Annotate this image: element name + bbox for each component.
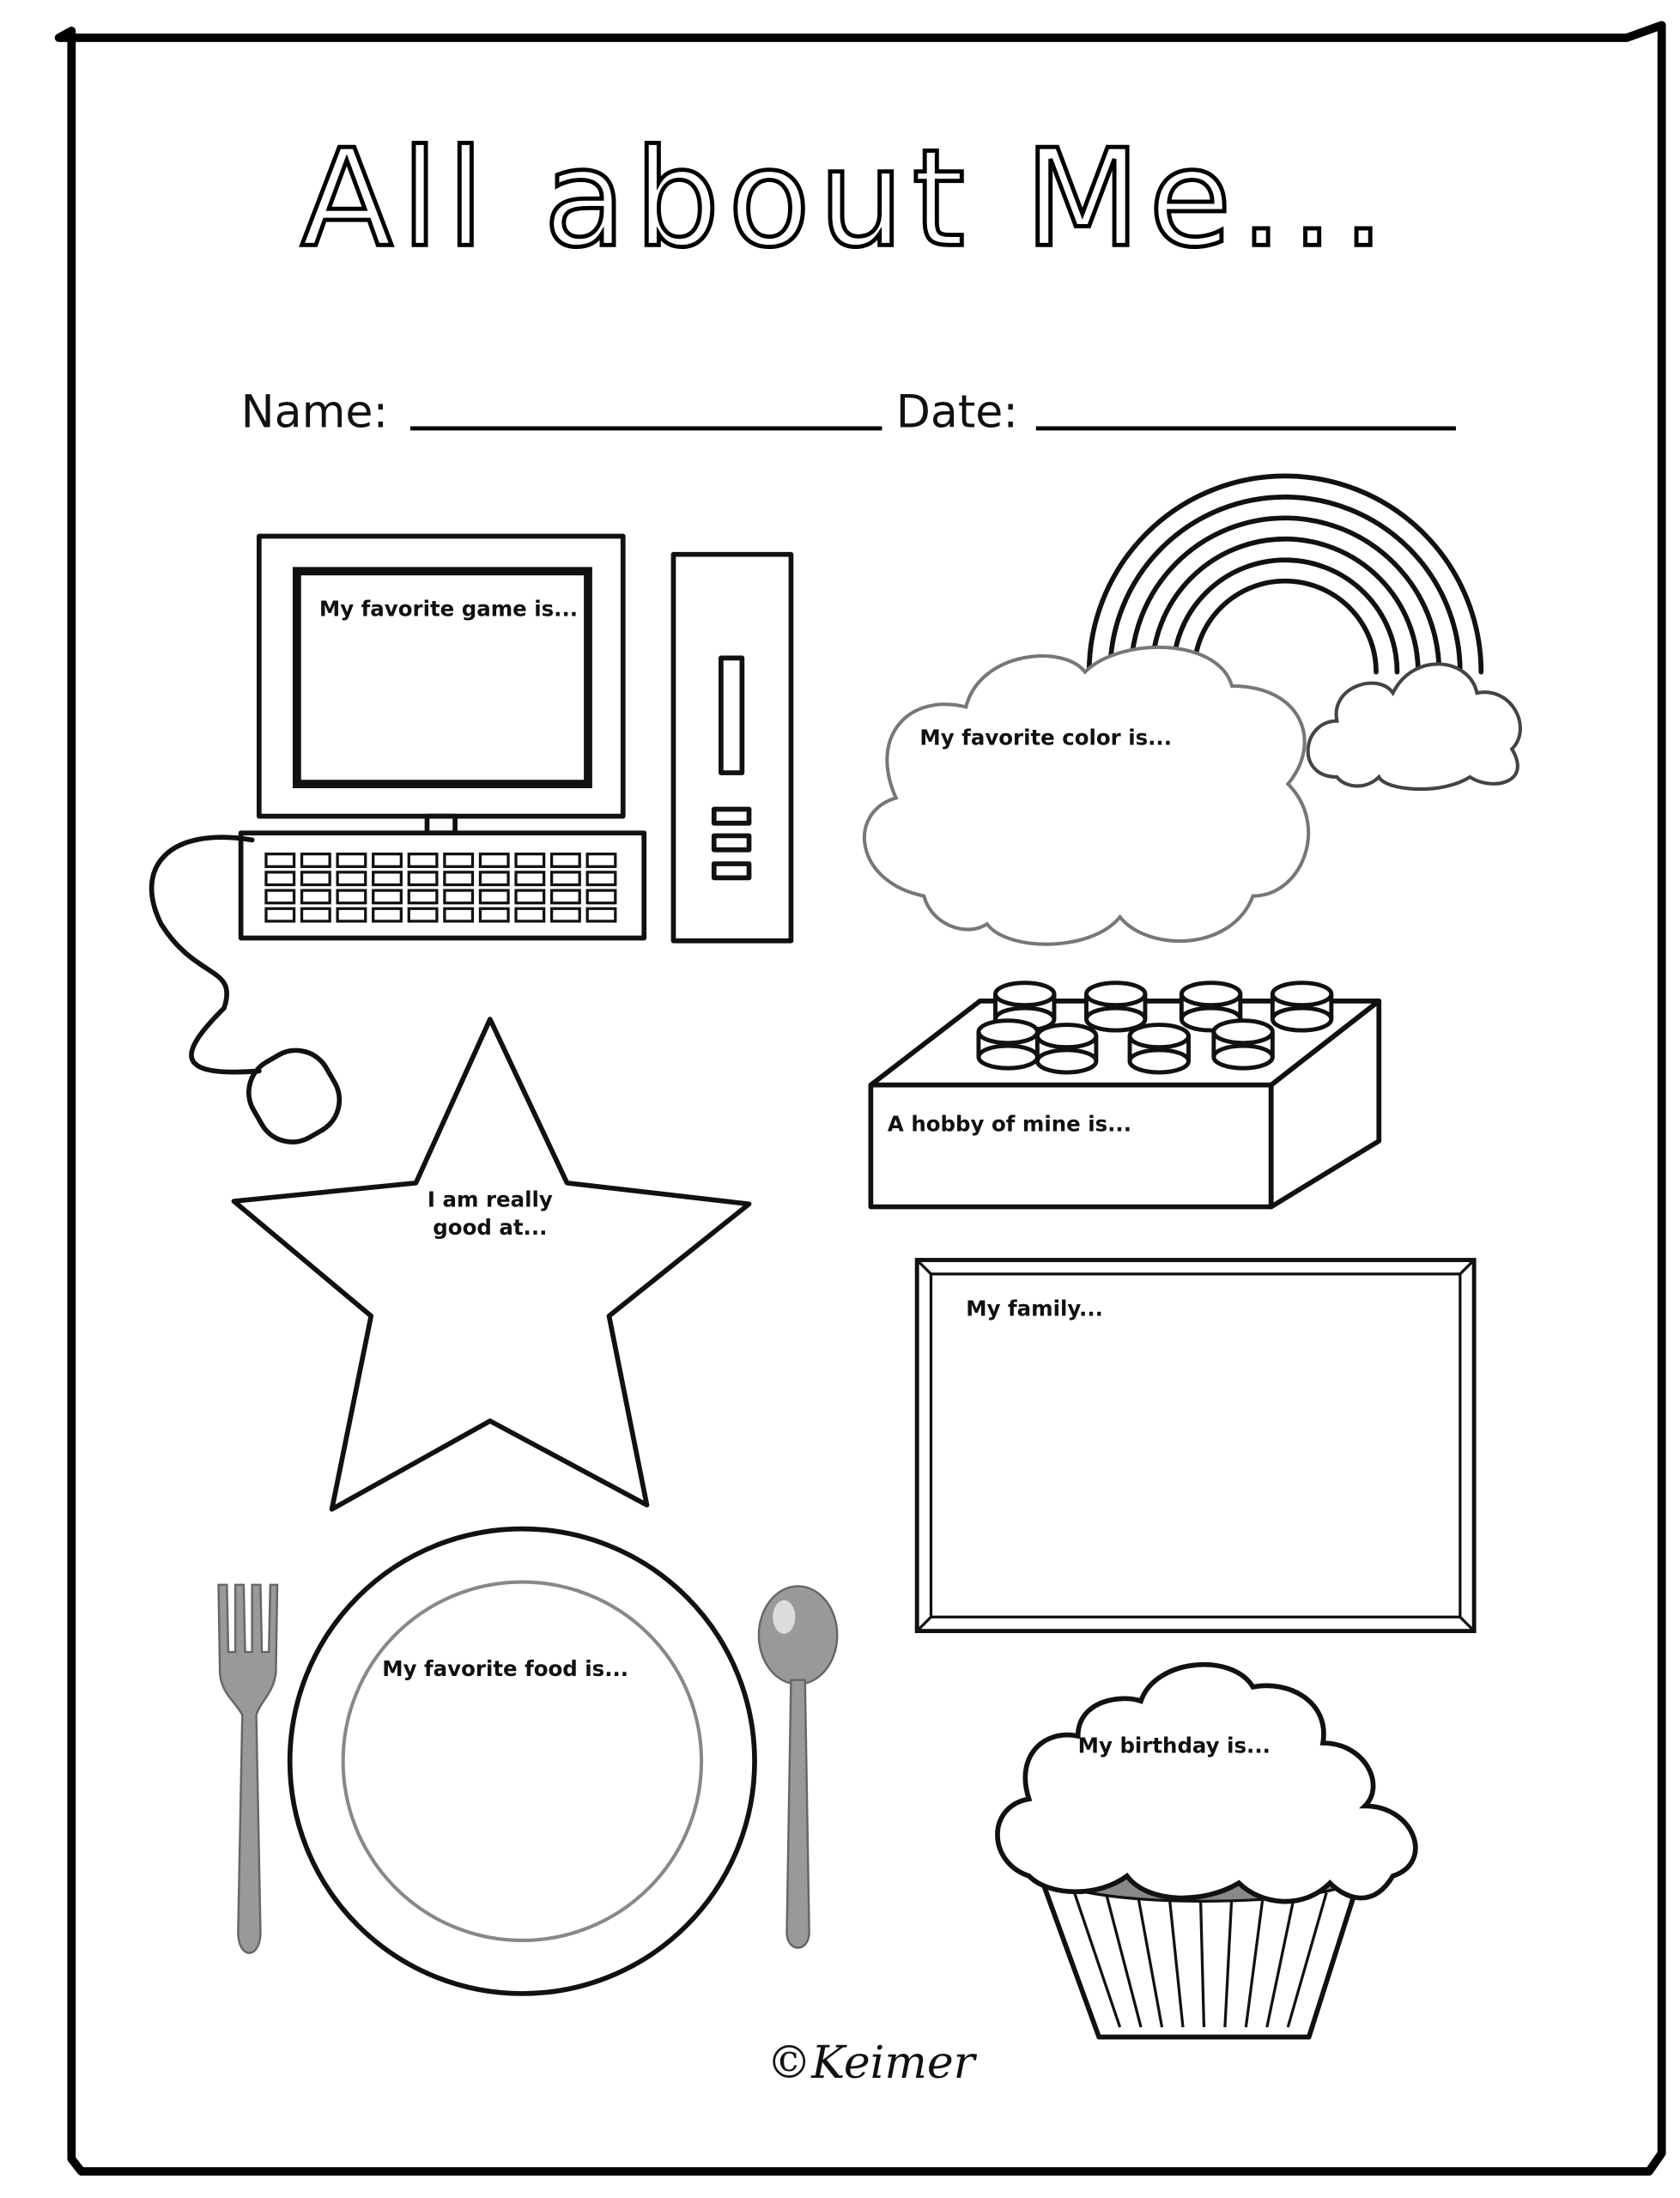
zigzag-border xyxy=(54,21,1666,2176)
prompt-hobby: A hobby of mine is... xyxy=(888,1112,1131,1137)
keyboard-key xyxy=(478,889,510,905)
computer-icon xyxy=(149,533,794,1145)
page-title: All about Me... xyxy=(300,120,1392,276)
birthday-answer-area[interactable] xyxy=(995,1661,1418,1904)
lego-stud xyxy=(1270,981,1334,1033)
lego-stud xyxy=(1127,1023,1191,1075)
small-cloud-icon xyxy=(1306,662,1522,792)
name-label: Name: xyxy=(241,386,388,438)
keyboard-key xyxy=(549,907,581,923)
keyboard-key xyxy=(585,889,617,905)
cupcake-icon xyxy=(995,1661,1418,2040)
prompt-good-at-line1: I am really xyxy=(428,1187,553,1212)
keyboard-key xyxy=(478,871,510,887)
keyboard-key xyxy=(478,907,510,923)
keyboard-key xyxy=(300,853,331,868)
lego-stud xyxy=(1034,1023,1099,1075)
keyboard-key xyxy=(514,889,546,905)
keyboard-key xyxy=(264,889,296,905)
keyboard-key xyxy=(549,853,581,868)
author-signature: ©Keimer xyxy=(767,2037,978,2089)
keyboard-key xyxy=(514,853,546,868)
liner-pleat xyxy=(1198,1892,1206,2028)
keyboard-key xyxy=(514,907,546,923)
keyboard-key xyxy=(300,907,331,923)
keyboard-key xyxy=(407,889,439,905)
keyboard-key xyxy=(585,853,617,868)
keyboard-key xyxy=(585,871,617,887)
prompt-family: My family... xyxy=(966,1296,1103,1321)
prompt-game: My favorite game is... xyxy=(319,596,578,621)
keyboard-key xyxy=(407,907,439,923)
keyboard-key xyxy=(372,853,403,868)
food-answer-area[interactable] xyxy=(341,1580,704,1943)
keyboard-key xyxy=(407,853,439,868)
lego-stud xyxy=(1084,981,1148,1033)
keyboard-key xyxy=(372,871,403,887)
liner-pleat xyxy=(1286,1892,1328,2028)
prompt-color: My favorite color is... xyxy=(919,725,1172,750)
liner-pleat xyxy=(1104,1892,1143,2028)
keyboard-key xyxy=(336,871,367,887)
keyboard-key xyxy=(443,853,475,868)
keyboard-key xyxy=(372,889,403,905)
keyboard-key xyxy=(372,907,403,923)
keyboard-key xyxy=(264,853,296,868)
liner-pleat xyxy=(1136,1892,1164,2028)
keyboard-key xyxy=(585,907,617,923)
liner-pleat xyxy=(1265,1892,1297,2028)
keyboard-key xyxy=(264,871,296,887)
keyboard-key xyxy=(549,889,581,905)
plate-icon xyxy=(287,1526,757,1996)
liner-pleat xyxy=(1223,1892,1234,2028)
prompt-good-at-line2: good at... xyxy=(433,1215,547,1240)
keyboard-key xyxy=(514,871,546,887)
liner-pleat xyxy=(1168,1892,1185,2028)
keyboard-key xyxy=(443,871,475,887)
liner-pleat xyxy=(1073,1892,1122,2028)
game-answer-area[interactable] xyxy=(292,567,592,789)
rainbow-icon xyxy=(1086,473,1484,675)
fork-icon xyxy=(217,1583,279,1954)
keyboard-key xyxy=(336,889,367,905)
family-frame[interactable] xyxy=(914,1258,1477,1634)
keyboard-key xyxy=(336,907,367,923)
keyboard-key xyxy=(407,871,439,887)
keyboard-key xyxy=(336,853,367,868)
prompt-birthday: My birthday is... xyxy=(1078,1733,1271,1758)
keyboard-key xyxy=(443,907,475,923)
keyboard-key xyxy=(300,889,331,905)
date-label: Date: xyxy=(896,386,1018,438)
keyboard-key xyxy=(264,907,296,923)
lego-brick-icon xyxy=(868,981,1382,1210)
lego-stud xyxy=(1211,1018,1275,1071)
spoon-icon xyxy=(757,1585,839,1949)
prompt-food: My favorite food is... xyxy=(382,1656,628,1681)
lego-stud xyxy=(976,1018,1040,1071)
keyboard-key xyxy=(549,871,581,887)
keyboard-key xyxy=(443,889,475,905)
star-answer-area[interactable] xyxy=(231,1017,752,1512)
liner-pleat xyxy=(1244,1892,1265,2028)
keyboard-key xyxy=(300,871,331,887)
keyboard-key xyxy=(478,853,510,868)
color-answer-cloud[interactable] xyxy=(863,645,1311,946)
